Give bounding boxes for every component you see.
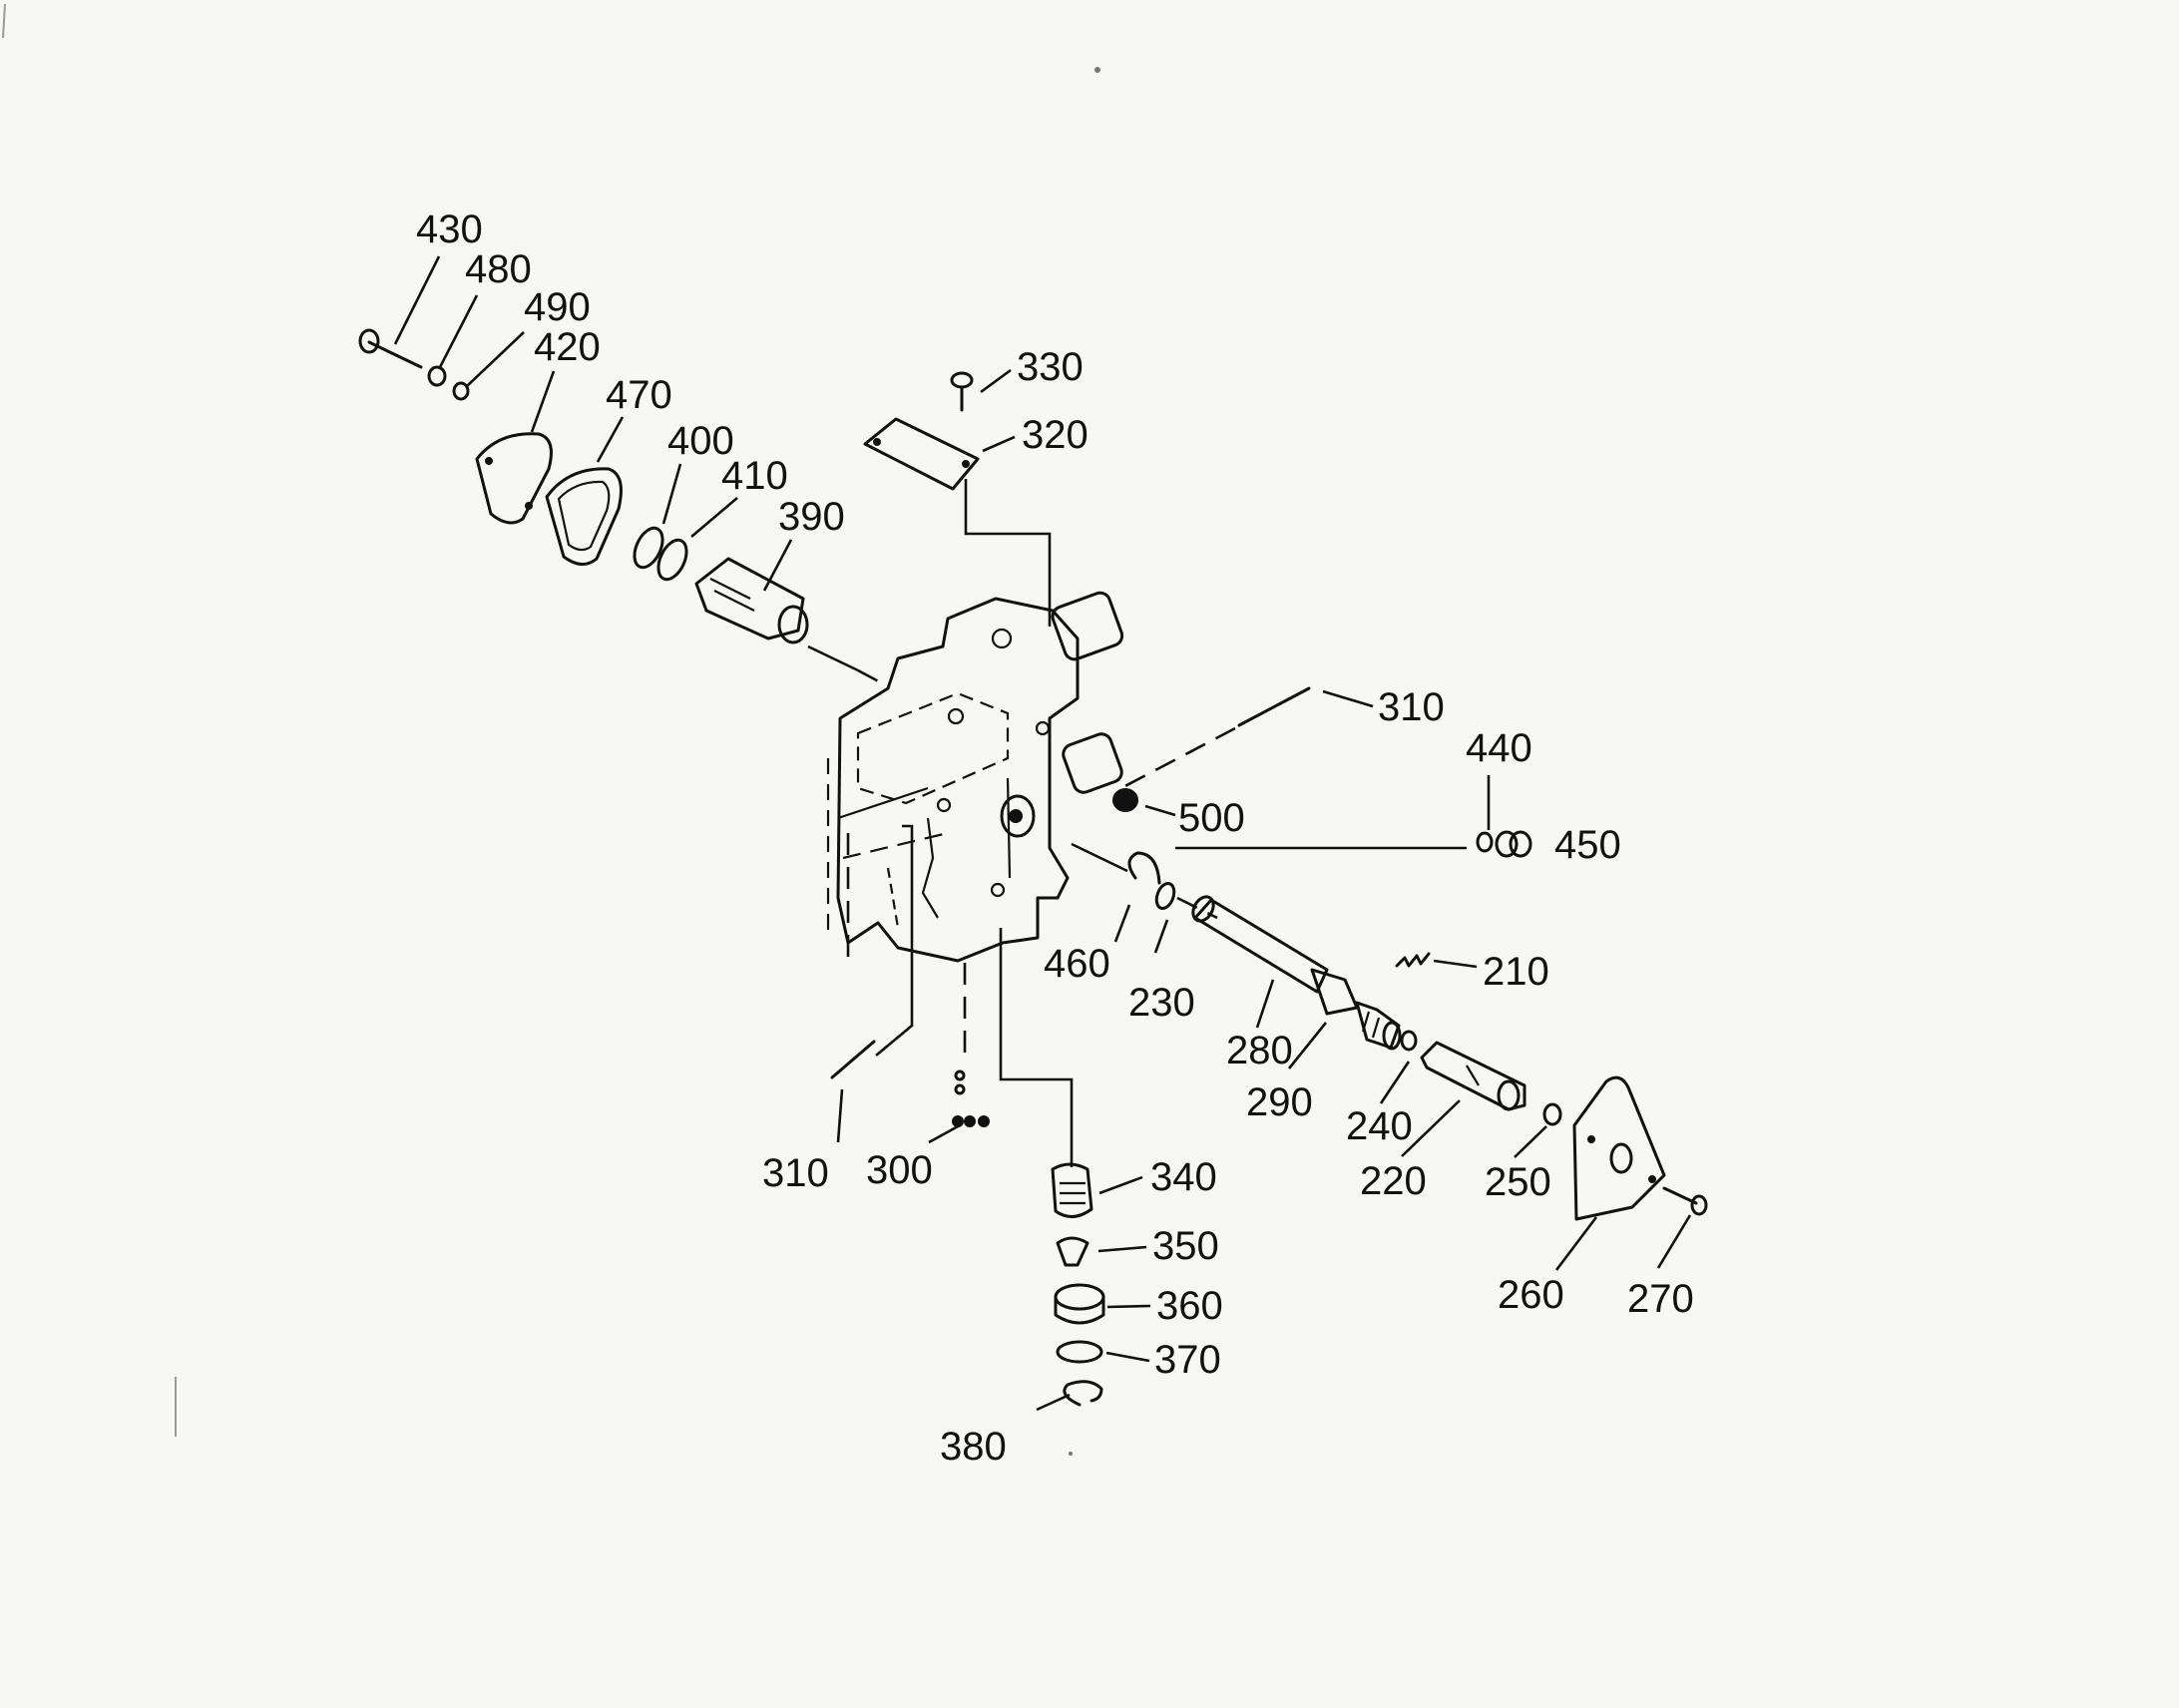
callout-450: 450 <box>1554 823 1621 867</box>
callout-470: 470 <box>606 373 672 417</box>
callout-270: 270 <box>1627 1277 1694 1321</box>
part-460-snap-ring <box>1127 851 1161 885</box>
callout-480: 480 <box>465 247 532 291</box>
part-240-o-ring <box>1400 1030 1418 1052</box>
part-430-bolt <box>358 328 423 369</box>
valve-housing <box>826 591 1124 963</box>
callout-460: 460 <box>1044 942 1110 986</box>
callout-250: 250 <box>1485 1160 1551 1204</box>
callout-340: 340 <box>1150 1155 1217 1199</box>
part-400-o-ring <box>633 526 664 570</box>
callout-420: 420 <box>534 325 601 369</box>
part-320-cover <box>863 417 980 491</box>
part-500-plug <box>1112 788 1138 812</box>
callout-370: 370 <box>1154 1338 1221 1382</box>
callout-430: 430 <box>416 208 483 251</box>
callout-410: 410 <box>721 454 788 498</box>
part-250-washer <box>1542 1102 1562 1126</box>
part-380-snap-ring <box>1063 1380 1103 1407</box>
part-310-pin-lower <box>830 1040 876 1079</box>
part-440-o-ring <box>1476 831 1494 853</box>
part-420-cover-plate <box>475 432 553 525</box>
part-410-o-ring <box>656 538 688 582</box>
part-490-washer <box>452 381 470 401</box>
callout-390: 390 <box>778 495 845 539</box>
callout-310-lower: 310 <box>762 1151 829 1195</box>
part-350-valve <box>1056 1236 1090 1267</box>
callout-300: 300 <box>866 1148 933 1192</box>
callout-260: 260 <box>1498 1273 1564 1317</box>
leader-lines <box>393 255 1692 1412</box>
callout-330: 330 <box>1017 345 1084 389</box>
callout-350: 350 <box>1152 1224 1219 1268</box>
part-300-detent-set <box>952 1069 990 1127</box>
callout-500: 500 <box>1178 796 1245 840</box>
part-260-end-plate <box>1572 1075 1666 1221</box>
callout-310-upper: 310 <box>1378 685 1445 729</box>
part-210-spring <box>1395 952 1431 968</box>
callout-440: 440 <box>1466 726 1532 770</box>
part-370-o-ring <box>1056 1340 1103 1364</box>
assembly-lines <box>807 479 1467 1167</box>
callout-210: 210 <box>1483 950 1549 994</box>
part-290-spline <box>1355 1001 1402 1051</box>
part-450-plug <box>1495 830 1532 858</box>
part-310-pin-upper <box>1237 686 1311 727</box>
callout-320: 320 <box>1022 413 1089 457</box>
part-270-bolt <box>1662 1186 1708 1216</box>
part-480-washer <box>427 365 447 387</box>
part-220-plunger <box>1420 1041 1526 1111</box>
callout-290: 290 <box>1246 1080 1313 1124</box>
callout-380: 380 <box>940 1425 1007 1469</box>
part-470-gasket <box>545 467 623 566</box>
scan-specks <box>2 3 1100 1456</box>
callout-490: 490 <box>524 285 591 329</box>
part-330-screw <box>950 371 974 412</box>
callout-230: 230 <box>1128 981 1195 1025</box>
callout-400: 400 <box>667 419 734 463</box>
callout-220: 220 <box>1360 1159 1427 1203</box>
part-340-filter <box>1051 1162 1093 1218</box>
part-280-shaft <box>1191 895 1359 1016</box>
part-230-o-ring <box>1154 881 1176 911</box>
part-390-spool <box>694 557 809 644</box>
callout-360: 360 <box>1156 1284 1223 1328</box>
callout-280: 280 <box>1226 1029 1293 1072</box>
callout-240: 240 <box>1346 1104 1413 1148</box>
part-360-cap <box>1054 1283 1105 1325</box>
callout-labels: 430 480 490 420 470 400 410 390 330 320 … <box>416 208 1694 1469</box>
